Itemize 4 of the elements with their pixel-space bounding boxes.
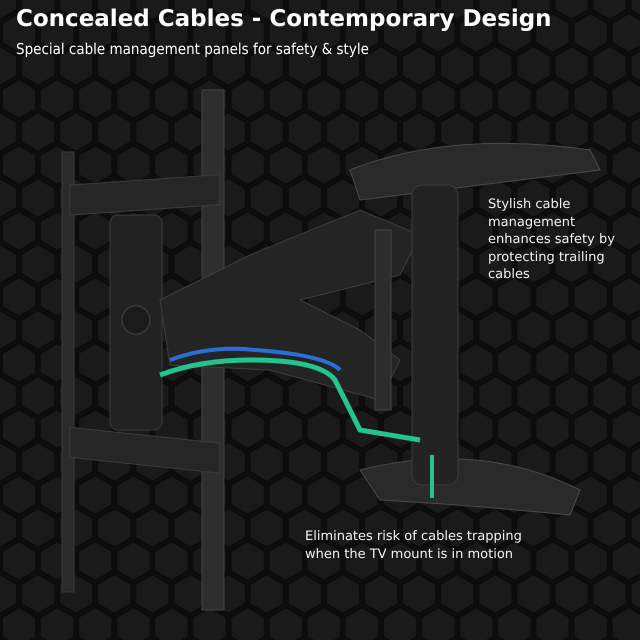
feature-note: Stylish cable management enhances safety by protecting trailing cables bbox=[488, 196, 616, 284]
title: Concealed Cables - Contemporary Design bbox=[16, 6, 552, 32]
feature-note: Eliminates risk of cables trapping when the TV mount is in motion bbox=[305, 528, 523, 564]
subtitle: Special cable management panels for safety & style bbox=[16, 40, 369, 58]
